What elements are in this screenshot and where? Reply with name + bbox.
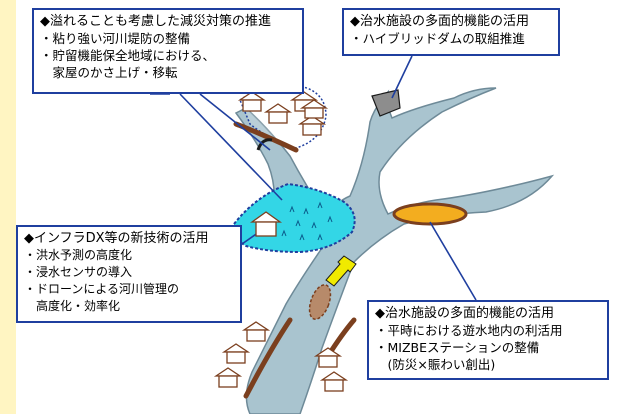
levee-lower-left (243, 317, 293, 399)
callout-item: (防災×賑わい創出) (375, 357, 496, 372)
callout-heading: ◆治水施設の多面的機能の活用 (350, 14, 529, 29)
house-icon (241, 321, 271, 342)
left-accent-strip (0, 0, 16, 414)
house-icon (221, 343, 251, 364)
house-icon (319, 371, 349, 392)
basin-icon (392, 202, 468, 226)
callout-heading: ◆溢れることも考慮した減災対策の推進 (40, 14, 271, 29)
house-icon (213, 367, 243, 388)
callout-item: ・MIZBEステーションの整備 (375, 340, 540, 355)
house-icon (237, 91, 267, 112)
callout-item: ・粘り強い河川堤防の整備 (40, 31, 191, 46)
callout-item: ・浸水センサの導入 (24, 265, 133, 279)
callout-item: 高度化・効率化 (24, 299, 121, 313)
callout-item: 家屋のかさ上げ・移転 (40, 65, 178, 80)
leader-lines (150, 55, 477, 301)
callout-retention-basin-use: ◆治水施設の多面的機能の活用 ・平時における遊水地内の利活用 ・MIZBEステー… (367, 300, 609, 380)
retention-area (232, 182, 356, 254)
house-icon (299, 99, 329, 119)
callout-heading: ◆インフラDX等の新技術の活用 (24, 231, 209, 246)
callout-item: ・平時における遊水地内の利活用 (375, 323, 563, 338)
houses (213, 91, 349, 392)
callout-infrastructure-dx: ◆インフラDX等の新技術の活用 ・洪水予測の高度化 ・浸水センサの導入 ・ドロー… (16, 225, 242, 323)
levee-reinforcement-icon (256, 138, 273, 151)
house-icon (263, 103, 293, 124)
river (234, 87, 555, 414)
callout-dam-multipurpose: ◆治水施設の多面的機能の活用 ・ハイブリッドダムの取組推進 (342, 8, 560, 56)
callout-item: ・貯留機能保全地域における、 (40, 48, 216, 63)
callout-item: ・洪水予測の高度化 (24, 248, 133, 262)
grass-marks (281, 201, 333, 241)
mizbe-station-area (308, 284, 332, 320)
callout-item: ・ハイブリッドダムの取組推進 (350, 31, 525, 46)
house-icon (313, 347, 343, 368)
arrow-icon (325, 255, 357, 287)
house-icon (297, 115, 327, 136)
house-icon (249, 211, 283, 237)
callout-heading: ◆治水施設の多面的機能の活用 (375, 306, 554, 321)
callout-item: ・ドローンによる河川管理の (24, 282, 180, 296)
callout-disaster-mitigation: ◆溢れることも考慮した減災対策の推進 ・粘り強い河川堤防の整備 ・貯留機能保全地… (32, 8, 304, 94)
